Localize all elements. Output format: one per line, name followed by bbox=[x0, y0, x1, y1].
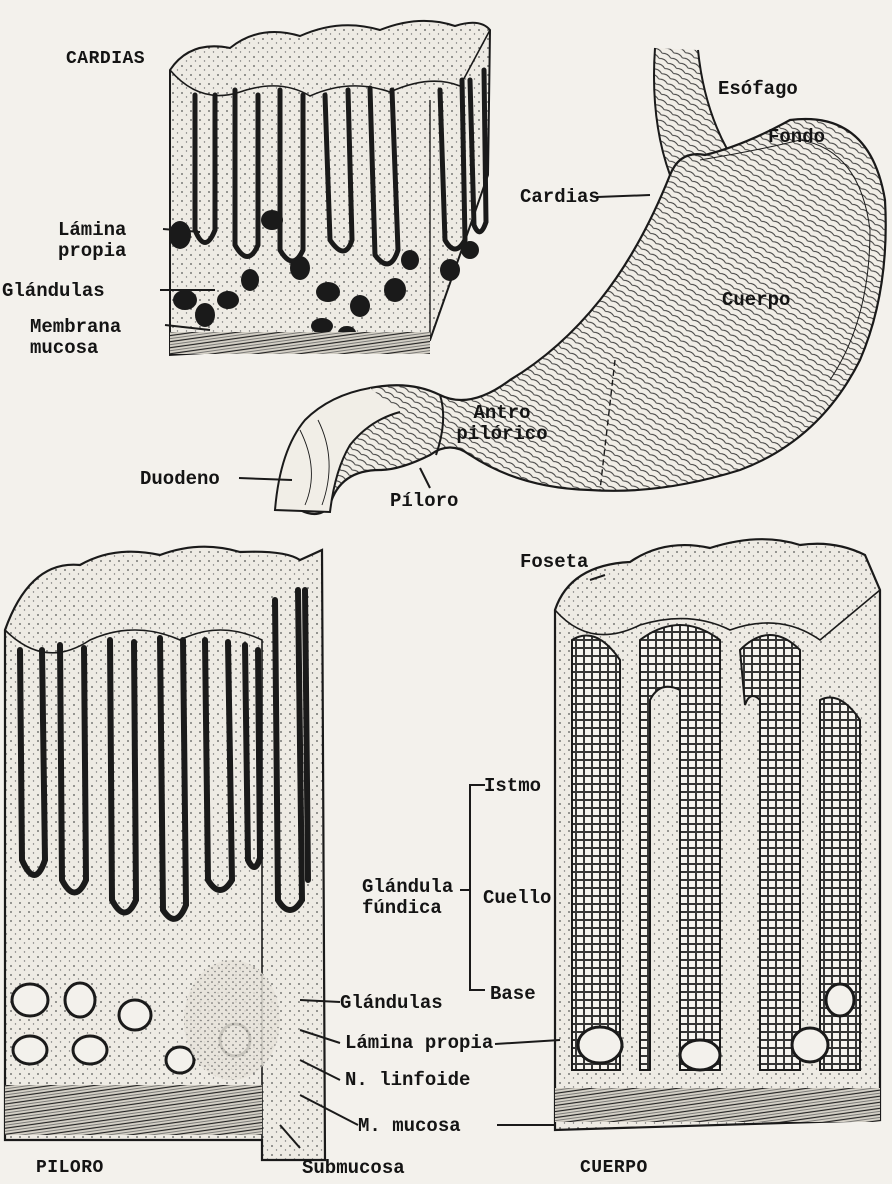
cuerpo-tissue-block bbox=[555, 539, 880, 1130]
piloro-n-linfoide-label: N. linfoide bbox=[345, 1070, 470, 1091]
cardias-panel-title: CARDIAS bbox=[66, 49, 145, 70]
stomach-cuerpo-label: Cuerpo bbox=[722, 290, 790, 311]
cardias-lamina-propia-label: Lámina propia bbox=[58, 220, 178, 262]
piloro-m-mucosa-label: M. mucosa bbox=[358, 1116, 461, 1137]
cuerpo-base-label: Base bbox=[490, 984, 536, 1005]
stomach-esofago-label: Esófago bbox=[718, 79, 798, 100]
stomach-fondo-label: Fondo bbox=[768, 127, 825, 148]
lymphoid-nodule bbox=[184, 960, 280, 1080]
cuerpo-glandula-fundica-label: Glándula fúndica bbox=[362, 877, 462, 919]
stomach-duodeno-label: Duodeno bbox=[140, 469, 220, 490]
piloro-panel-title: PILORO bbox=[36, 1158, 104, 1179]
piloro-tissue-block bbox=[5, 547, 325, 1160]
stomach-cardias-label: Cardias bbox=[520, 187, 600, 208]
cuerpo-cuello-label: Cuello bbox=[483, 888, 551, 909]
cuerpo-muscularis-band bbox=[555, 1088, 880, 1122]
stomach-piloro-label: Píloro bbox=[390, 491, 458, 512]
cuerpo-istmo-label: Istmo bbox=[484, 776, 541, 797]
cardias-glandulas-label: Glándulas bbox=[2, 281, 105, 302]
cuerpo-panel-title: CUERPO bbox=[580, 1158, 648, 1179]
piloro-muscularis-band bbox=[5, 1085, 262, 1135]
piloro-submucosa-label: Submucosa bbox=[302, 1158, 405, 1179]
piloro-lamina-propia-label: Lámina propia bbox=[345, 1033, 493, 1054]
stomach-antro-pilorico-label: Antro pilórico bbox=[452, 403, 552, 445]
cardias-tissue-block bbox=[169, 21, 490, 355]
cardias-muscularis-band bbox=[170, 332, 430, 354]
cuerpo-foseta-label: Foseta bbox=[520, 552, 588, 573]
cardias-membrana-mucosa-label: Membrana mucosa bbox=[30, 317, 160, 359]
piloro-glandulas-label: Glándulas bbox=[340, 993, 443, 1014]
